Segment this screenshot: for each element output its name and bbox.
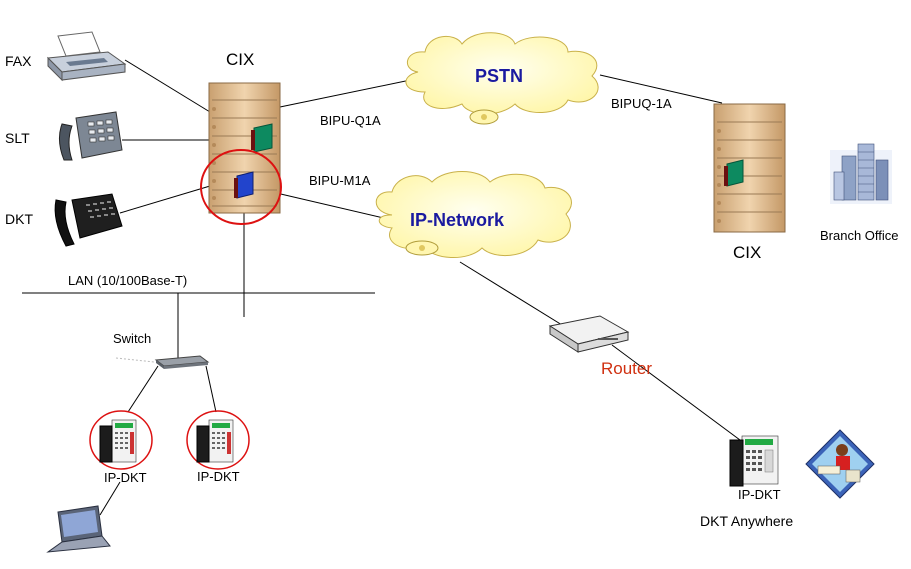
bipu-m1a-card [236, 171, 254, 199]
dkt-anywhere-label: DKT Anywhere [700, 513, 794, 529]
ip-dkt-1-icon [89, 410, 153, 470]
cix-main-label: CIX [226, 50, 255, 69]
pstn-label: PSTN [475, 66, 524, 86]
switch-label: Switch [113, 331, 152, 346]
fax-label: FAX [5, 53, 32, 69]
router-icon [548, 315, 630, 353]
bipu-m1a-highlight [200, 149, 282, 225]
fax-icon [46, 31, 127, 82]
ip-network-cloud [375, 171, 572, 259]
ip-dkt-2-label: IP-DKT [197, 469, 240, 484]
cix-main-cabinet [208, 82, 281, 214]
dkt-to-cix-line [119, 185, 211, 214]
bipu-q1a-label: BIPU-Q1A [320, 113, 381, 128]
bipu-q1a-card [253, 123, 273, 153]
ip-dkt-remote-label: IP-DKT [738, 487, 781, 502]
pstn-cloud [405, 32, 599, 125]
branch-office-label: Branch Office [820, 228, 899, 243]
ip-dkt-2-icon [186, 410, 250, 470]
ip-dkt-1-label: IP-DKT [104, 470, 147, 485]
ipdkt1-to-laptop-line [99, 481, 121, 516]
slt-label: SLT [5, 130, 30, 146]
router-label: Router [601, 359, 653, 378]
lan-label: LAN (10/100Base-T) [68, 273, 188, 288]
dkt-icon [54, 193, 123, 247]
router-to-ipdkt-line [611, 344, 741, 441]
pstn-to-branch-cix-line [599, 74, 723, 104]
dkt-label: DKT [5, 211, 33, 227]
ip-dkt-remote-icon [729, 435, 779, 487]
ip-network-label: IP-Network [410, 210, 505, 230]
fax-to-cix-line [124, 59, 211, 113]
switch-to-ipdkt2-line [205, 365, 217, 413]
bipu-m1a-label: BIPU-M1A [309, 173, 371, 188]
switch-icon [115, 355, 210, 369]
branch-office-building-icon [830, 143, 892, 204]
bipuq-1a-card [726, 159, 744, 187]
cix-to-pstn-line [279, 77, 421, 108]
slt-icon [58, 111, 123, 161]
laptop-icon [46, 505, 111, 553]
switch-to-ipdkt1-line [127, 365, 159, 413]
remote-worker-icon [805, 429, 875, 499]
ipnetwork-to-router-line [459, 261, 576, 334]
bipuq-1a-label: BIPUQ-1A [611, 96, 672, 111]
cix-branch-cabinet [713, 103, 786, 233]
cix-branch-label: CIX [733, 243, 762, 262]
